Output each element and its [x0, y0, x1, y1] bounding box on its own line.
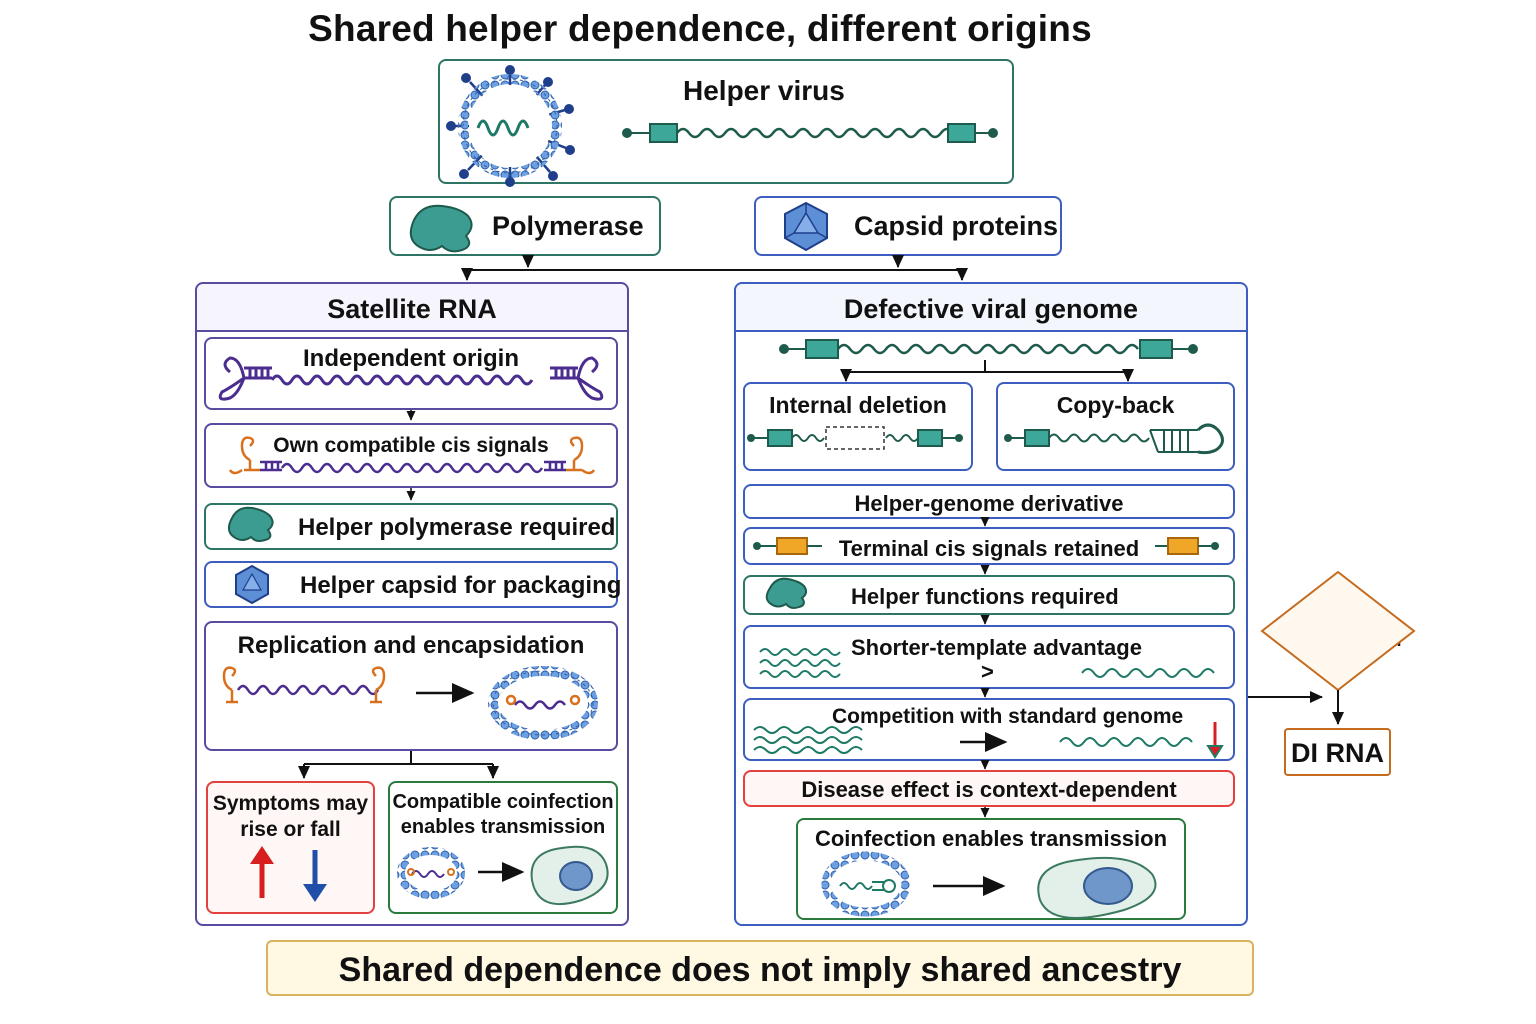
- competition-box: Competition with standard genome: [743, 698, 1235, 761]
- symptoms-box: Symptoms may rise or fall: [206, 781, 375, 914]
- copy-back-label: Copy-back: [1056, 392, 1175, 418]
- compatible-coinfection-line2: enables transmission: [400, 816, 606, 838]
- shorter-template-box: Shorter-template advantage >: [743, 625, 1235, 689]
- capsid-proteins-box: Capsid proteins: [754, 196, 1062, 256]
- interference-label: Interference demonstrated: [1272, 606, 1412, 652]
- helper-functions-required-label: Helper functions required: [851, 584, 1119, 609]
- helper-capsid-packaging-label: Helper capsid for packaging: [300, 572, 622, 599]
- compatible-coinfection-box: Compatible coinfection enables transmiss…: [388, 781, 618, 914]
- replication-encapsidation-label: Replication and encapsidation: [237, 632, 585, 659]
- copy-back-box: Copy-back: [996, 382, 1235, 471]
- terminal-cis-signals-label: Terminal cis signals retained: [838, 536, 1140, 561]
- di-rna-label: DI RNA: [1291, 738, 1384, 768]
- independent-origin-box: Independent origin: [204, 337, 618, 410]
- terminal-cis-signals-box: Terminal cis signals retained: [743, 527, 1235, 565]
- own-cis-signals-label: Own compatible cis signals: [273, 434, 549, 457]
- helper-polymerase-required-label: Helper polymerase required: [298, 514, 616, 541]
- interference-line1: Interference: [1290, 607, 1394, 627]
- helper-genome-derivative-box: Helper-genome derivative: [743, 484, 1235, 519]
- footer-conclusion: Shared dependence does not imply shared …: [266, 940, 1254, 996]
- top-connectors: [461, 255, 968, 281]
- polymerase-box: Polymerase: [389, 196, 661, 256]
- compatible-coinfection-line1: Compatible coinfection: [392, 791, 614, 813]
- helper-functions-required-box: Helper functions required: [743, 575, 1235, 615]
- helper-virus-box: Helper virus: [438, 59, 1014, 184]
- greater-than-sign: >: [981, 659, 994, 684]
- own-cis-signals-box: Own compatible cis signals: [204, 423, 618, 488]
- disease-effect-box: Disease effect is context-dependent: [743, 770, 1235, 807]
- symptoms-line2: rise or fall: [240, 818, 341, 841]
- replication-encapsidation-box: Replication and encapsidation: [204, 621, 618, 751]
- coinfection-transmission-box: Coinfection enables transmission: [796, 818, 1186, 920]
- coinfection-transmission-label: Coinfection enables transmission: [814, 826, 1168, 851]
- satellite-rna-title: Satellite RNA: [197, 284, 627, 332]
- helper-genome-derivative-label: Helper-genome derivative: [854, 491, 1124, 516]
- competition-label: Competition with standard genome: [832, 705, 1184, 728]
- disease-effect-label: Disease effect is context-dependent: [801, 777, 1177, 802]
- shorter-template-label: Shorter-template advantage: [851, 635, 1142, 660]
- helper-capsid-packaging-box: Helper capsid for packaging: [204, 561, 622, 608]
- internal-deletion-label: Internal deletion: [769, 392, 947, 418]
- interference-line2: demonstrated: [1282, 630, 1402, 650]
- internal-deletion-box: Internal deletion: [743, 382, 973, 471]
- symptoms-line1: Symptoms may: [212, 792, 369, 815]
- helper-polymerase-required-box: Helper polymerase required: [204, 503, 618, 550]
- defective-genome-title: Defective viral genome: [736, 284, 1246, 332]
- page-title: Shared helper dependence, different orig…: [308, 8, 1092, 49]
- independent-origin-label: Independent origin: [303, 345, 519, 372]
- polymerase-label: Polymerase: [492, 211, 644, 241]
- di-rna-box: DI RNA: [1284, 728, 1391, 776]
- capsid-proteins-label: Capsid proteins: [854, 211, 1059, 241]
- helper-virus-title: Helper virus: [683, 75, 845, 106]
